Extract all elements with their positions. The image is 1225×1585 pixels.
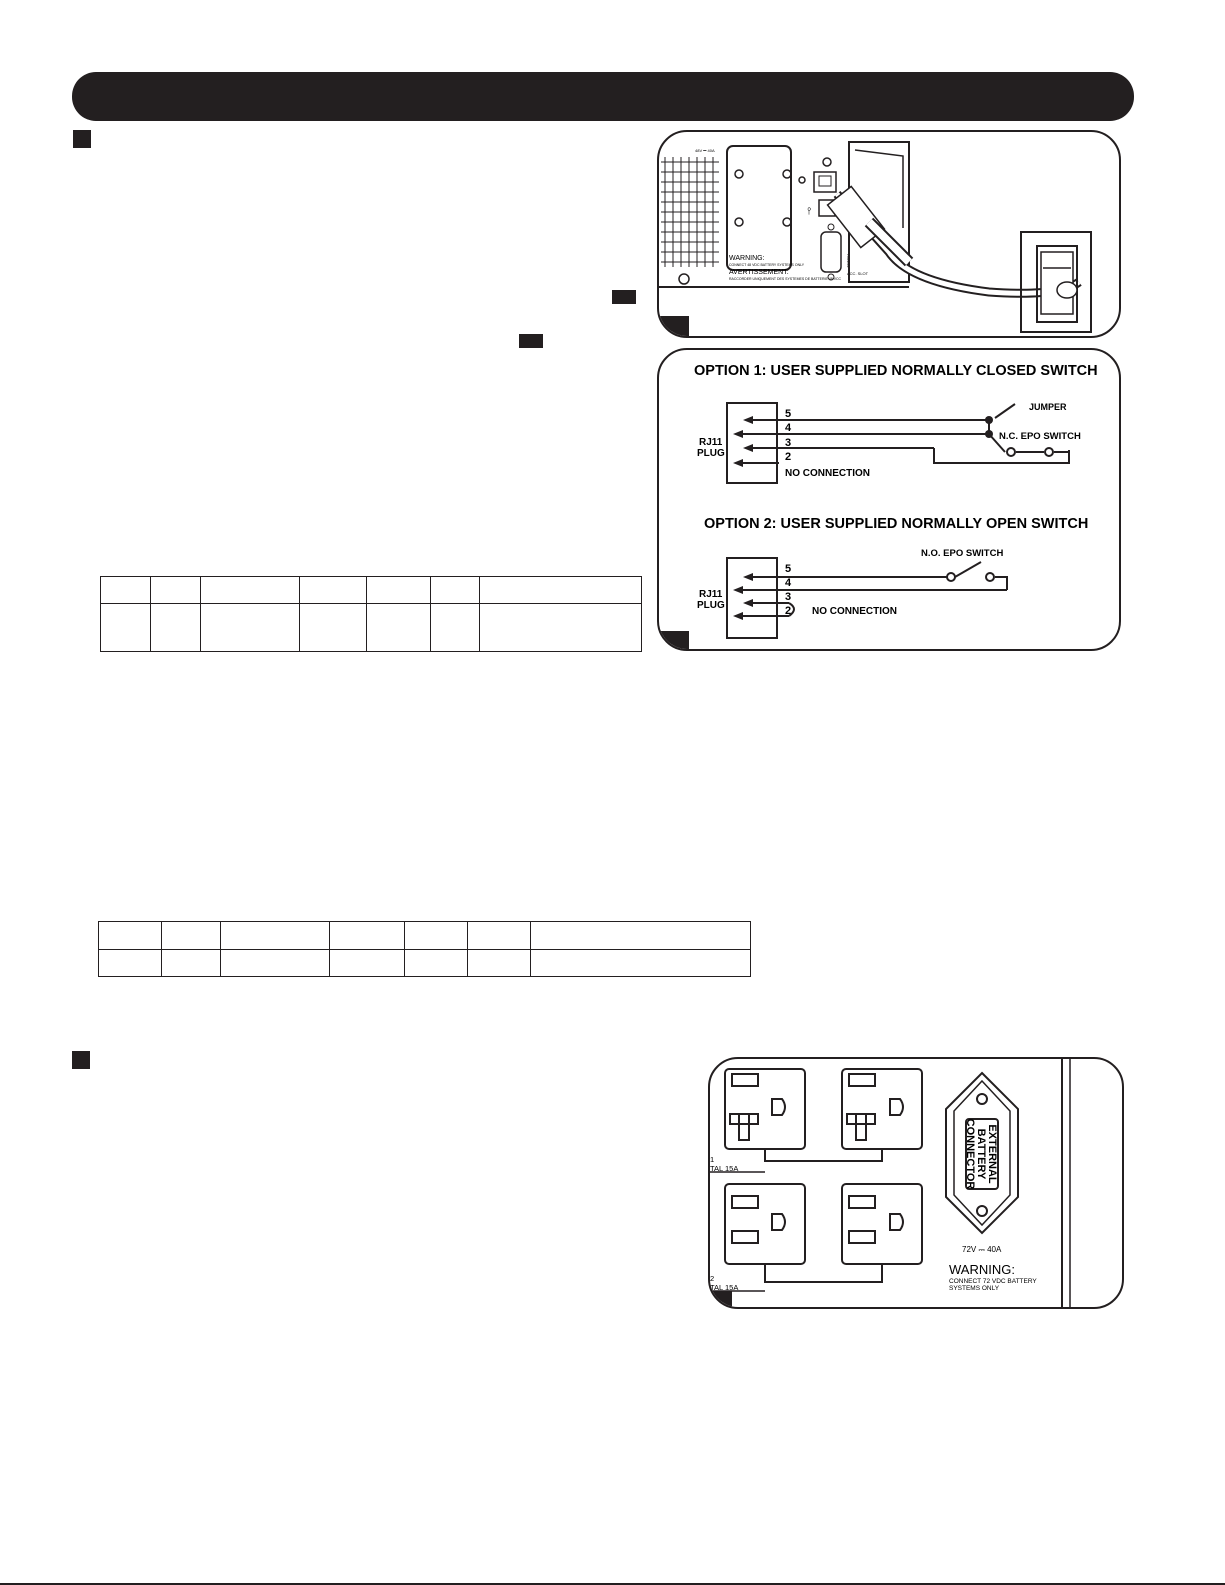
svg-text:3: 3 — [785, 437, 791, 449]
svg-text:N.O. EPO SWITCH: N.O. EPO SWITCH — [921, 548, 1003, 559]
svg-text:RACCORDER UNIQUEMENT DES SYSTE: RACCORDER UNIQUEMENT DES SYSTEMES DE BAT… — [729, 277, 842, 281]
svg-text:1: 1 — [710, 1155, 714, 1164]
svg-text:2: 2 — [710, 1274, 714, 1283]
svg-text:PLUG: PLUG — [697, 600, 725, 611]
section-header-bar — [72, 72, 1134, 121]
svg-text:5: 5 — [785, 408, 791, 420]
nema-outlet — [841, 1183, 923, 1265]
figure-label-tag — [659, 316, 689, 336]
outlet-panel-figure: 1 TAL 15A 2 TAL 15A EXTERNAL — [708, 1057, 1124, 1309]
section-marker-square — [72, 1051, 90, 1069]
wiring-diagram-svg: OPTION 1: USER SUPPLIED NORMALLY CLOSED … — [694, 363, 1098, 639]
rj11-plug-drawing — [826, 185, 914, 267]
svg-text:N.C. EPO SWITCH: N.C. EPO SWITCH — [999, 431, 1081, 442]
nema-outlet — [724, 1183, 806, 1265]
nema-outlet — [724, 1068, 806, 1150]
nema-outlet — [841, 1068, 923, 1150]
svg-text:TAL 15A: TAL 15A — [710, 1164, 738, 1173]
option1-title: OPTION 1: USER SUPPLIED NORMALLY CLOSED … — [694, 363, 1098, 379]
svg-text:2: 2 — [785, 451, 791, 463]
svg-text:CONNECT 48 VDC BATTERY SYSTEMS: CONNECT 48 VDC BATTERY SYSTEMS ONLY — [729, 263, 805, 267]
svg-text:ACC. SLOT: ACC. SLOT — [847, 271, 869, 276]
svg-text:72V ⎓ 40A: 72V ⎓ 40A — [962, 1245, 1002, 1254]
svg-text:2: 2 — [785, 605, 791, 617]
vent-grille — [661, 157, 719, 267]
rear-panel-illustration: 48V ⎓ 40A WARNING: CONNECT 48 VDC BATTER… — [659, 141, 1092, 333]
svg-text:BATTERY: BATTERY — [975, 1129, 987, 1180]
svg-text:JUMPER: JUMPER — [1029, 402, 1067, 412]
epo-wall-switch — [1020, 231, 1092, 333]
svg-text:3: 3 — [785, 591, 791, 603]
figure-reference-tag — [519, 334, 543, 348]
svg-text:RJ11: RJ11 — [699, 437, 723, 448]
outlet-panel-svg: 1 TAL 15A 2 TAL 15A EXTERNAL — [710, 1059, 1071, 1307]
svg-text:SYSTEMS ONLY: SYSTEMS ONLY — [949, 1285, 1000, 1292]
epo-wiring-diagram: OPTION 1: USER SUPPLIED NORMALLY CLOSED … — [657, 348, 1121, 651]
epo-port — [813, 171, 837, 193]
svg-text:CONNECT 72 VDC BATTERY: CONNECT 72 VDC BATTERY — [949, 1278, 1037, 1285]
figure-label-tag — [710, 1291, 732, 1307]
svg-text:WARNING:: WARNING: — [729, 255, 765, 262]
svg-text:NO CONNECTION: NO CONNECTION — [812, 606, 897, 617]
svg-text:NO CONNECTION: NO CONNECTION — [785, 468, 870, 479]
svg-text:AVERTISSEMENT:: AVERTISSEMENT: — [729, 269, 789, 276]
svg-text:4: 4 — [785, 422, 792, 434]
specification-table-1 — [100, 576, 642, 652]
rear-panel-figure: 48V ⎓ 40A WARNING: CONNECT 48 VDC BATTER… — [657, 130, 1121, 338]
serial-port — [820, 231, 842, 273]
svg-text:EXTERNAL: EXTERNAL — [986, 1124, 998, 1184]
specification-table-2 — [98, 921, 751, 977]
option1-plug-box — [726, 402, 778, 484]
external-battery-connector — [945, 1071, 1019, 1235]
footer-rule — [0, 1583, 1225, 1585]
usb-icon: ⫯ — [806, 206, 811, 217]
figure-reference-tag — [612, 290, 636, 304]
svg-text:PLUG: PLUG — [697, 448, 725, 459]
svg-text:TAL 15A: TAL 15A — [710, 1283, 738, 1292]
figure-label-tag — [659, 631, 689, 649]
svg-text:4: 4 — [785, 577, 792, 589]
section-marker-square — [73, 130, 91, 148]
svg-text:RJ11: RJ11 — [699, 589, 723, 600]
battery-cover-plate — [726, 145, 792, 271]
option2-plug-box — [726, 557, 778, 639]
svg-text:CONNECTOR: CONNECTOR — [964, 1119, 976, 1190]
svg-text:WARNING:: WARNING: — [949, 1262, 1015, 1277]
option2-title: OPTION 2: USER SUPPLIED NORMALLY OPEN SW… — [704, 516, 1088, 532]
svg-text:48V ⎓ 40A: 48V ⎓ 40A — [695, 148, 715, 153]
svg-text:5: 5 — [785, 563, 791, 575]
